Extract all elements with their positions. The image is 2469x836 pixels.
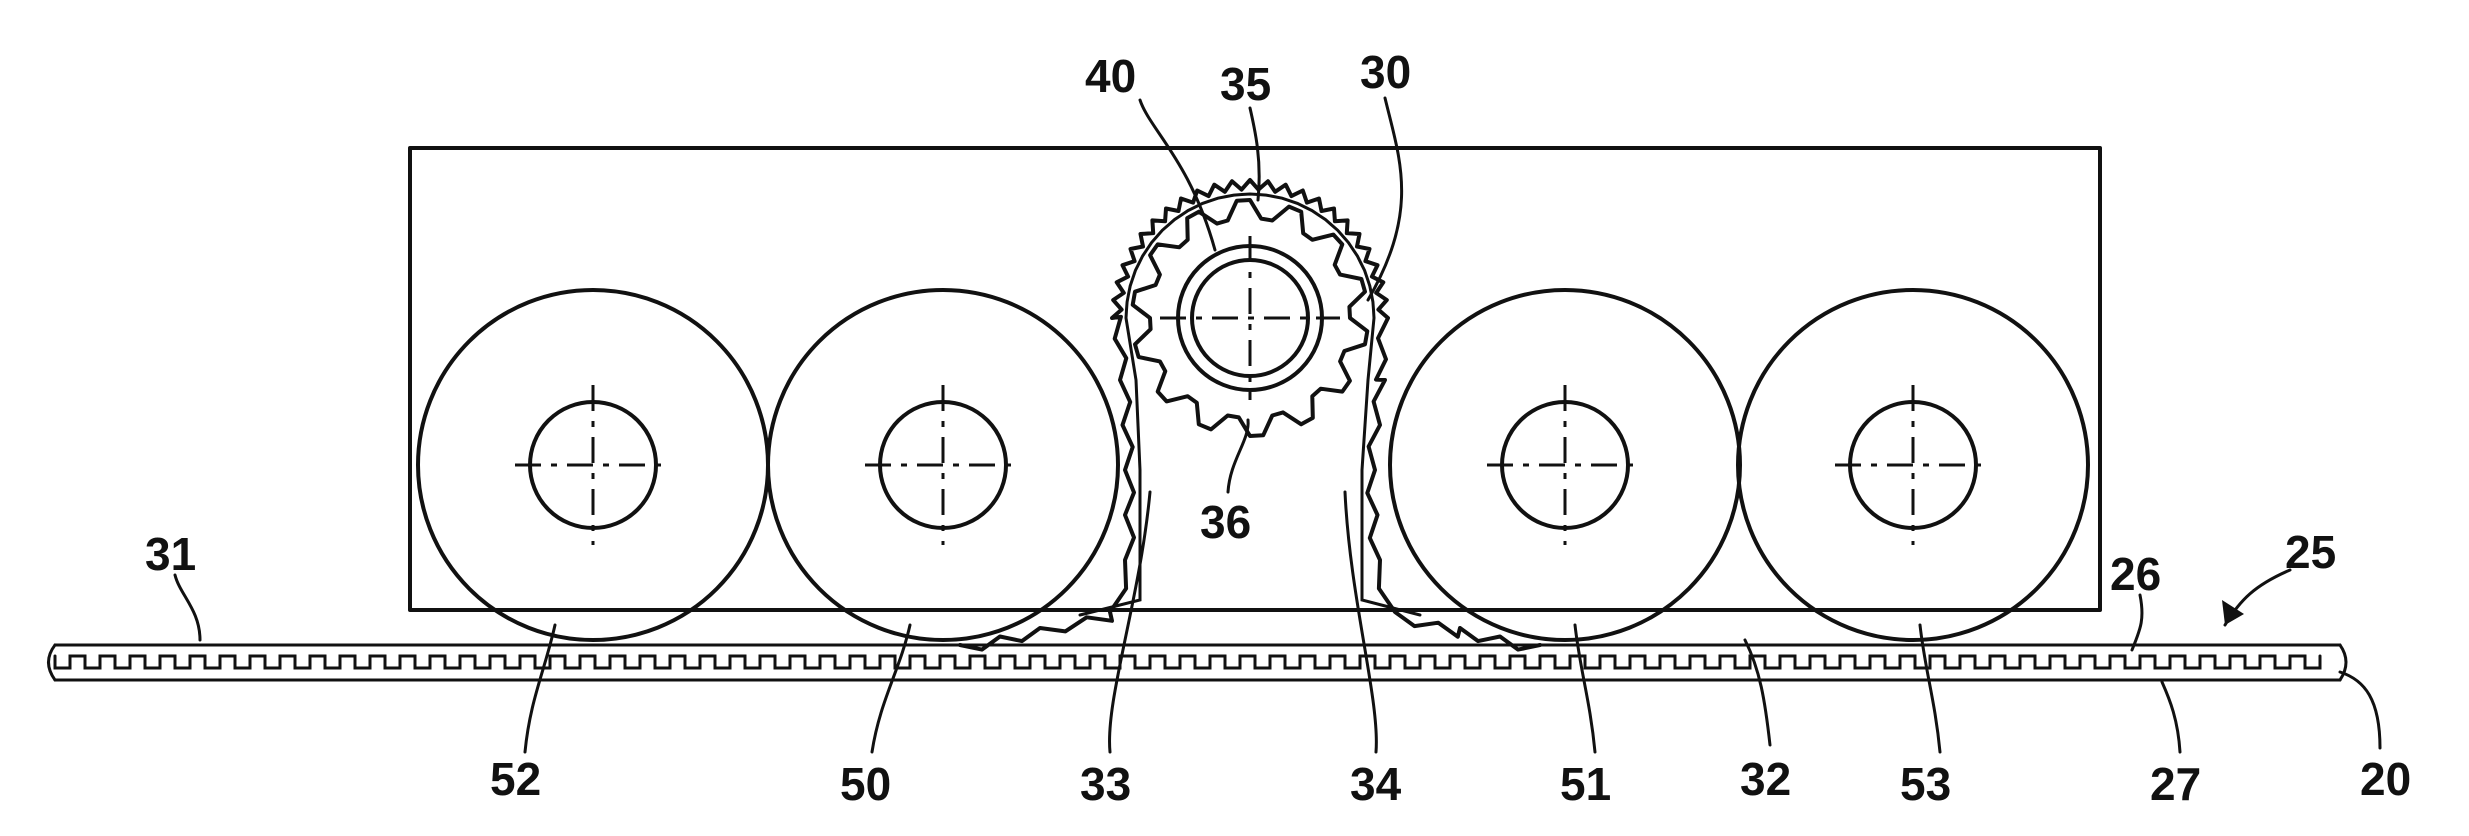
label-40: 40 bbox=[1085, 50, 1136, 102]
leader-30 bbox=[1366, 96, 1404, 302]
leader-50 bbox=[870, 623, 912, 754]
label-53: 53 bbox=[1900, 758, 1951, 810]
roller-53-outer bbox=[1736, 288, 2090, 642]
reference-numerals: 40 35 30 36 31 52 50 33 34 51 32 53 26 2… bbox=[145, 46, 2411, 810]
leader-52 bbox=[523, 623, 557, 754]
label-33: 33 bbox=[1080, 758, 1131, 810]
leader-31 bbox=[173, 573, 202, 642]
rack-left-end bbox=[47, 643, 57, 682]
leader-32 bbox=[1743, 638, 1772, 747]
label-35: 35 bbox=[1220, 58, 1271, 110]
leader-26 bbox=[2130, 593, 2144, 652]
label-25: 25 bbox=[2285, 526, 2336, 578]
label-34: 34 bbox=[1350, 758, 1402, 810]
drive-sprocket bbox=[1130, 198, 1370, 438]
roller-52-centerline bbox=[515, 385, 671, 545]
label-52: 52 bbox=[490, 753, 541, 805]
leader-40 bbox=[1138, 98, 1217, 252]
leader-51 bbox=[1573, 623, 1597, 754]
roller-51 bbox=[1388, 288, 1742, 642]
roller-52 bbox=[416, 288, 770, 642]
leader-27 bbox=[2160, 680, 2182, 754]
rack-right-end bbox=[2338, 643, 2348, 682]
leader-34 bbox=[1343, 490, 1378, 754]
leader-20 bbox=[2338, 670, 2382, 750]
toothed-belt-outer bbox=[958, 178, 1542, 652]
leader-36 bbox=[1226, 418, 1250, 494]
roller-50 bbox=[766, 288, 1120, 642]
leader-35 bbox=[1248, 106, 1261, 202]
roller-51-centerline bbox=[1487, 385, 1643, 545]
label-27: 27 bbox=[2150, 758, 2201, 810]
sprocket-teeth bbox=[1130, 198, 1370, 438]
label-31: 31 bbox=[145, 528, 196, 580]
label-36: 36 bbox=[1200, 496, 1251, 548]
leader-33 bbox=[1108, 490, 1152, 754]
roller-53-centerline bbox=[1835, 385, 1991, 545]
label-51: 51 bbox=[1560, 758, 1611, 810]
label-30: 30 bbox=[1360, 46, 1411, 98]
label-32: 32 bbox=[1740, 753, 1791, 805]
leader-53 bbox=[1918, 623, 1942, 754]
roller-50-centerline bbox=[865, 385, 1021, 545]
label-26: 26 bbox=[2110, 548, 2161, 600]
toothed-belt-inner bbox=[1078, 192, 1422, 617]
arrow-25-icon bbox=[2222, 600, 2244, 625]
toothed-rack bbox=[47, 643, 2348, 682]
housing-frame bbox=[408, 146, 2102, 612]
label-20: 20 bbox=[2360, 753, 2411, 805]
roller-50-outer bbox=[766, 288, 1120, 642]
leader-lines bbox=[173, 96, 2382, 754]
label-50: 50 bbox=[840, 758, 891, 810]
sprocket-centerline bbox=[1160, 236, 1340, 400]
roller-53 bbox=[1736, 288, 2090, 642]
rack-teeth bbox=[53, 654, 2322, 670]
